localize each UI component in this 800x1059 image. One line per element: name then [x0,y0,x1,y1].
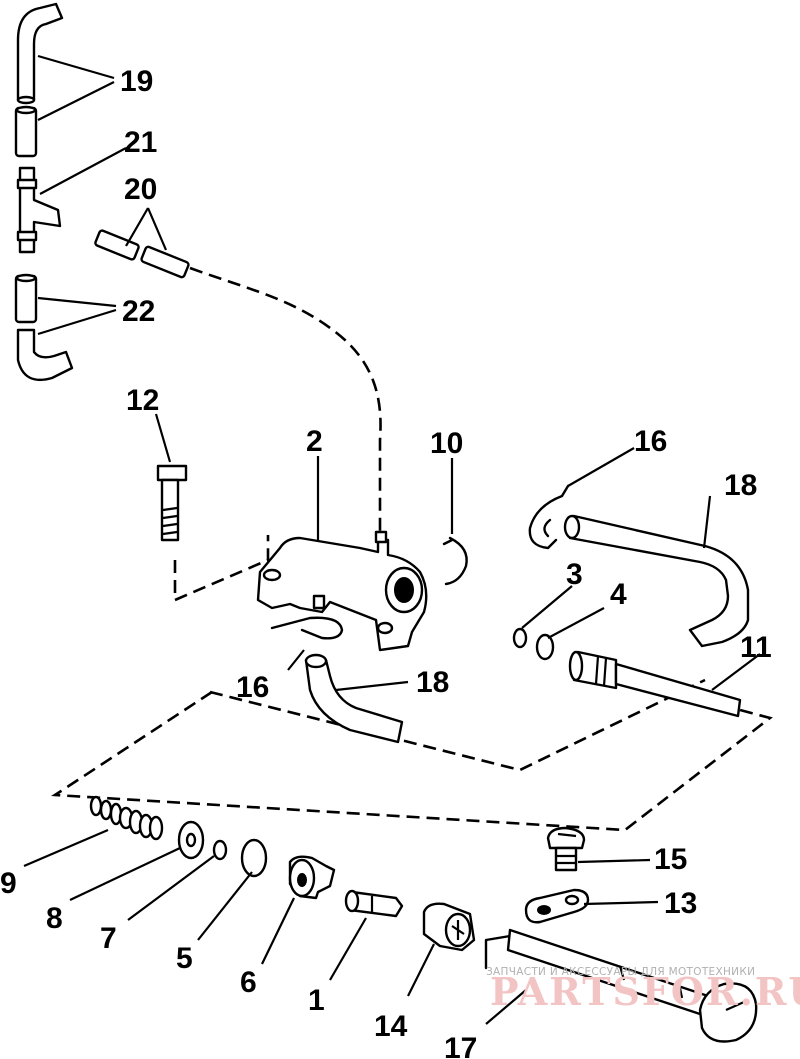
callout-3: 3 [566,558,583,591]
part-13-plate [524,888,590,924]
part-18-hose-upper [563,514,750,648]
part-2-housing [256,530,428,652]
callout-17: 17 [444,1032,477,1059]
part-18-hose-lower [304,653,404,744]
assembly-dashed-lines [51,266,773,832]
part-16-clip-upper [528,484,570,550]
callout-7: 7 [100,922,117,955]
part-4-o-ring [535,633,555,661]
callout-10: 10 [430,427,463,460]
part-15-screw [546,826,586,872]
callout-4: 4 [610,578,627,611]
callout-6: 6 [240,966,257,999]
callout-18-upper: 18 [724,469,757,502]
watermark: ЗАПЧАСТИ И АКСЕССУАРЫ ДЛЯ МОТОТЕХНИКИ PA… [486,966,800,1014]
watermark-tagline: ЗАПЧАСТИ И АКСЕССУАРЫ ДЛЯ МОТОТЕХНИКИ [486,966,755,978]
callout-21: 21 [124,126,157,159]
part-20-tubes [94,229,190,279]
callout-13: 13 [664,887,697,920]
part-11-shaft [568,650,742,718]
callout-11: 11 [740,631,772,664]
part-12-bolt [156,464,188,542]
part-10-clip [442,536,468,586]
part-21-tee-fitting [16,166,62,254]
callout-19: 19 [120,65,153,98]
part-16-clip-lower [270,616,344,640]
callout-16-lower: 16 [236,671,269,704]
callout-22: 22 [122,295,155,328]
part-6-cam [288,855,336,900]
callout-labels: 19 21 20 22 12 2 10 16 18 3 4 11 16 18 9… [0,65,772,1059]
leader-lines [23,54,761,1025]
callout-15: 15 [654,843,687,876]
part-22-hose-lower [14,273,74,382]
callout-14: 14 [374,1010,408,1043]
callout-12: 12 [126,384,159,417]
callout-1: 1 [308,984,325,1017]
callout-20: 20 [124,173,157,206]
callout-9: 9 [0,867,17,900]
part-1-plunger [344,889,404,918]
part-14-knob [422,902,476,952]
part-7-ring [212,839,228,861]
callout-8: 8 [46,902,63,935]
part-19-hose-upper [14,2,64,158]
callout-5: 5 [176,942,193,975]
callout-16-upper: 16 [634,425,667,458]
callout-2: 2 [306,425,323,458]
part-3-o-ring [512,627,528,649]
part-17-lever [484,928,758,1043]
watermark-site: PARTSFOR.RU [490,969,800,1014]
callout-18-lower: 18 [416,666,449,699]
part-8-washer [177,820,205,860]
part-5-ring [240,838,268,878]
part-9-spring [89,795,164,841]
